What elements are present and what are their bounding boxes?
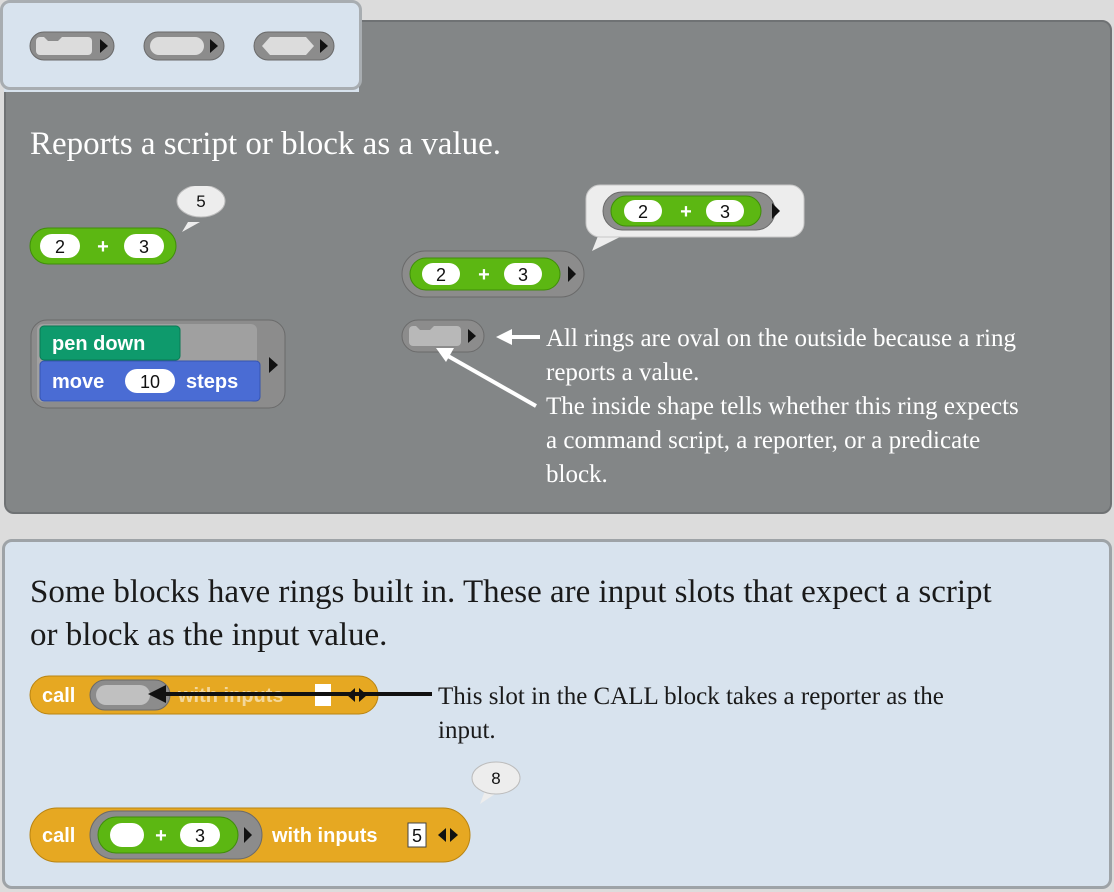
- ringed-sum-example: 2 + 3 2 + 3: [401, 184, 805, 298]
- svg-text:steps: steps: [186, 371, 238, 393]
- svg-text:3: 3: [195, 826, 205, 846]
- call-label: call: [42, 825, 75, 847]
- ring-palette: [29, 31, 335, 61]
- svg-text:2: 2: [55, 237, 65, 257]
- pen-down-block[interactable]: pen down: [39, 325, 181, 361]
- move-block[interactable]: move 10 steps: [39, 360, 261, 402]
- small-command-ring[interactable]: [401, 319, 485, 353]
- slot-note: This slot in the CALL block takes a repo…: [438, 683, 944, 744]
- pointer-arrow-icon: [496, 329, 512, 345]
- ring-note-line: a command script, a reporter, or a predi…: [546, 427, 981, 454]
- ring-note: All rings are oval on the outside becaus…: [546, 322, 1106, 492]
- right-triangle-icon: [100, 39, 108, 53]
- svg-text:+: +: [97, 236, 109, 258]
- command-ring-example[interactable]: pen down move 10 steps: [28, 317, 290, 413]
- right-triangle-icon: [468, 329, 476, 343]
- pointer-arrow-icon: [436, 348, 454, 362]
- result-bubble: 5: [176, 186, 226, 232]
- right-triangle-icon: [320, 39, 328, 53]
- ring-note-line: All rings are oval on the outside becaus…: [546, 325, 1016, 352]
- svg-text:10: 10: [140, 372, 160, 392]
- svg-text:pen down: pen down: [52, 333, 145, 355]
- sum-example: 5 2 + 3: [29, 186, 226, 265]
- call-block-filled[interactable]: call + 3 with inputs 5: [28, 802, 476, 868]
- svg-text:3: 3: [720, 202, 730, 222]
- move-steps-input[interactable]: [125, 369, 175, 393]
- svg-text:8: 8: [491, 769, 500, 788]
- sum-block[interactable]: 2 + 3: [29, 227, 177, 265]
- ringed-reporter-slot[interactable]: + 3: [89, 810, 263, 860]
- call-block-empty[interactable]: call with inputs: [28, 672, 438, 722]
- ring-note-line: block.: [546, 461, 608, 488]
- right-triangle-icon: [269, 357, 278, 373]
- command-ring-block[interactable]: [29, 31, 115, 61]
- svg-text:3: 3: [518, 265, 528, 285]
- call-result-bubble: 8: [471, 761, 521, 804]
- with-inputs-label: with inputs: [271, 825, 378, 847]
- left-right-arrows-icon[interactable]: [438, 828, 458, 842]
- reporter-ring-block[interactable]: [143, 31, 225, 61]
- svg-text:+: +: [155, 825, 167, 847]
- bottom-caption: Some blocks have rings built in. These a…: [30, 574, 992, 653]
- svg-text:5: 5: [412, 826, 422, 846]
- right-triangle-icon: [568, 266, 576, 282]
- intro-caption: Reports a script or block as a value.: [30, 126, 502, 162]
- small-command-ring-callout: [401, 319, 540, 408]
- pointer-arrow-icon: [148, 685, 166, 703]
- svg-text:+: +: [680, 201, 692, 223]
- empty-input-slot[interactable]: [110, 823, 144, 847]
- svg-text:2: 2: [638, 202, 648, 222]
- right-triangle-icon: [244, 827, 252, 843]
- svg-text:move: move: [52, 371, 104, 393]
- ring-note-line: The inside shape tells whether this ring…: [546, 393, 1019, 420]
- bubble-value: 5: [196, 192, 205, 211]
- call-label: call: [42, 685, 75, 707]
- ring-result-bubble: 2 + 3: [585, 184, 805, 251]
- svg-text:+: +: [478, 264, 490, 286]
- ringed-sum-block[interactable]: 2 + 3: [401, 250, 585, 298]
- ring-note-line: reports a value.: [546, 359, 700, 386]
- right-triangle-icon: [210, 39, 218, 53]
- value-input[interactable]: [407, 822, 427, 848]
- reporter-ring-slot[interactable]: [89, 679, 171, 711]
- predicate-ring-block[interactable]: [253, 31, 335, 61]
- svg-text:2: 2: [436, 265, 446, 285]
- svg-text:3: 3: [139, 237, 149, 257]
